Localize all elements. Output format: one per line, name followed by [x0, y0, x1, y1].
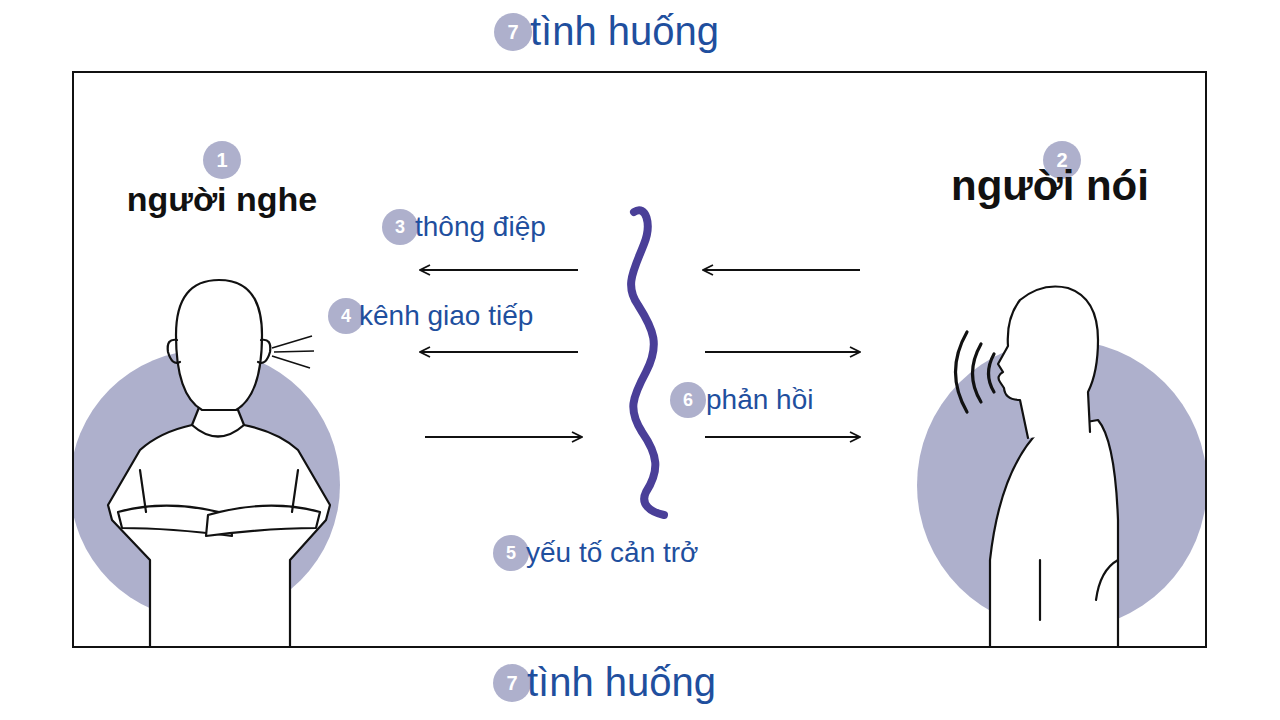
callout-circle: 7tình huống — [494, 13, 532, 51]
part-name: tình huống — [527, 658, 716, 706]
listener-figure — [108, 280, 330, 646]
callout-number: 3 — [382, 209, 418, 245]
part-name: tình huống — [530, 7, 719, 55]
callout-circle: 4kênh giao tiếp — [328, 298, 364, 334]
part-name: kênh giao tiếp — [359, 299, 533, 333]
part-name: người nghe — [127, 178, 317, 219]
part-name: phản hồi — [706, 383, 813, 417]
callout-number: 7 — [494, 13, 532, 51]
callout-number: 4 — [328, 298, 364, 334]
part-name: người nói — [951, 161, 1149, 211]
ear-lines — [272, 336, 314, 368]
flow-arrows — [420, 270, 860, 437]
part-name: thông điệp — [415, 210, 546, 244]
speaker-figure — [990, 287, 1118, 647]
callout-number: 1 — [203, 141, 241, 179]
callout-number: 7 — [493, 664, 531, 702]
callout-circle: 2người nói — [1043, 141, 1081, 179]
callout-circle: 7tình huống — [493, 664, 531, 702]
callout-number: 6 — [670, 382, 706, 418]
callout-circle: 1người nghe — [203, 141, 241, 179]
part-name: yếu tố cản trở — [526, 536, 698, 570]
callout-number: 5 — [493, 535, 529, 571]
noise-squiggle — [631, 210, 664, 515]
callout-circle: 3thông điệp — [382, 209, 418, 245]
sound-waves — [956, 332, 995, 412]
callout-circle: 6phản hồi — [670, 382, 706, 418]
callout-circle: 5yếu tố cản trở — [493, 535, 529, 571]
